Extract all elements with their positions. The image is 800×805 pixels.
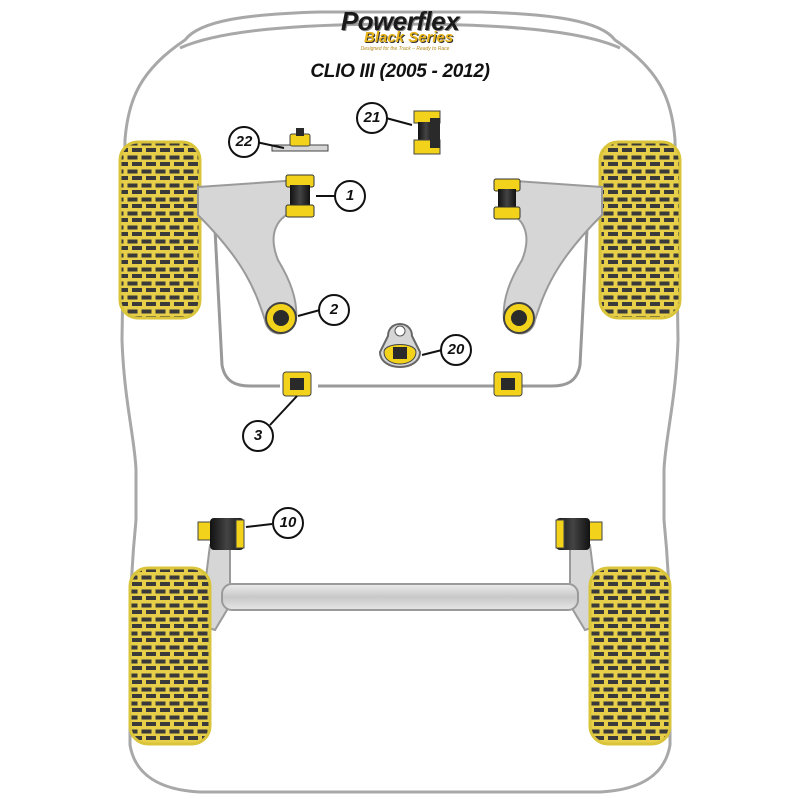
callout-10: 10 [272,507,304,539]
bush-2-rear-left [265,302,297,334]
leader-10 [245,523,273,528]
leader-21 [385,117,413,126]
bush-3-right [493,371,523,397]
rear-right-tyre [588,566,672,746]
front-right-tyre [598,140,682,320]
callout-21: 21 [356,102,388,134]
leader-20 [421,349,443,356]
callout-1: 1 [334,180,366,212]
windscreen-line [179,22,621,50]
front-left-tyre [118,140,202,320]
bush-10-rear-left [197,518,245,550]
callout-2: 2 [318,294,350,326]
bush-2-rear-right [503,302,535,334]
brand-name: Powerflex [340,6,460,36]
front-subframe [212,209,590,388]
mount-22 [271,128,329,152]
callout-leaders [245,117,443,528]
bush-10-rear-right [555,518,603,550]
leader-22 [255,141,285,149]
leader-2 [297,309,321,317]
powerflex-logo: Powerflex Black Series Designed for the … [320,6,480,52]
callout-22: 22 [228,126,260,158]
bush-3-left [282,371,312,397]
model-title: CLIO III (2005 - 2012) [310,61,490,82]
engine-mount-20 [378,323,422,368]
leader-3 [269,395,298,426]
engine-mount-21 [413,110,441,155]
brand-series: Black Series [364,29,454,46]
bush-1-front-left [285,174,315,218]
callout-20: 20 [440,334,472,366]
rear-left-tyre [128,566,212,746]
bush-1-front-right [493,178,521,220]
callout-3: 3 [242,420,274,452]
brand-tagline: Designed for the Track – Ready to Race [360,46,450,52]
